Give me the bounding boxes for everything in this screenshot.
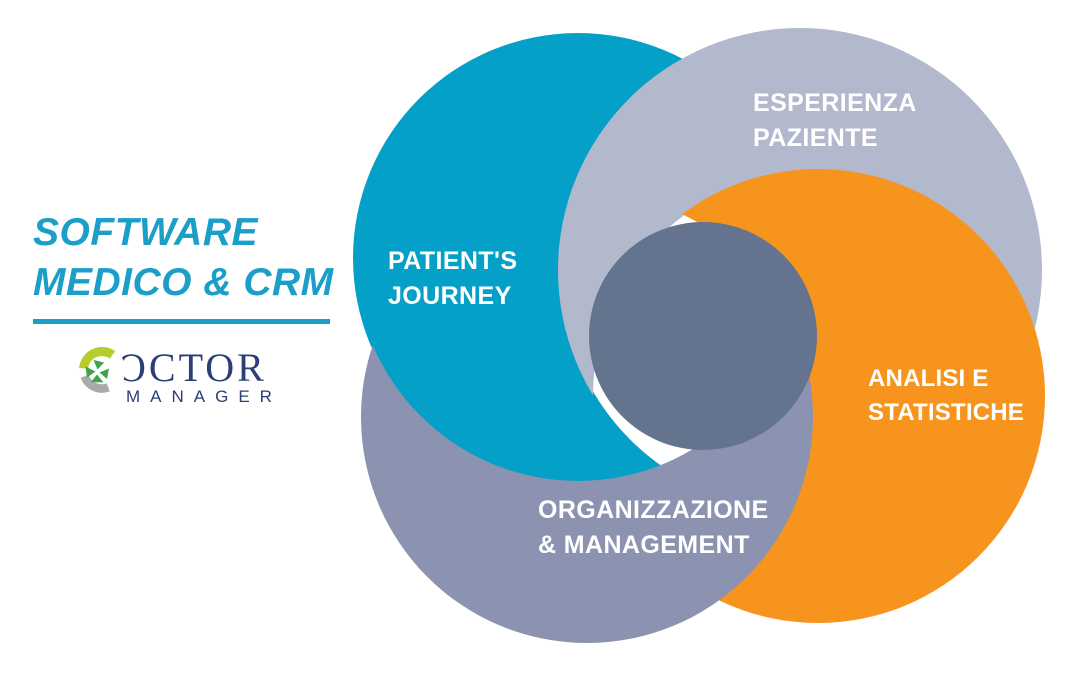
logo-gray-arc [80, 374, 110, 393]
page-title: SOFTWARE MEDICO & CRM [33, 208, 334, 308]
title-line-1: SOFTWARE [33, 211, 258, 255]
label-organizzazione-management: ORGANIZZAZIONE & MANAGEMENT [538, 496, 769, 559]
logo-green-wedge [85, 366, 96, 378]
logo-wordmark: OCTOR [117, 345, 267, 390]
center-circle [589, 222, 817, 450]
doctor-manager-logo: OCTOR MANAGER [78, 345, 358, 407]
logo-manager-text: MANAGER [126, 387, 282, 406]
label-patients-journey: PATIENT'S JOURNEY [388, 247, 518, 310]
divider-line [33, 319, 330, 324]
label-analisi-statistiche: ANALISI E STATISTICHE [868, 365, 1024, 426]
title-line-2: MEDICO & CRM [33, 261, 334, 305]
logo-lime-arc [79, 347, 116, 370]
logo-green-wedge [99, 368, 109, 379]
doctor-manager-logo-icon [78, 346, 126, 394]
label-esperienza-paziente: ESPERIENZA PAZIENTE [753, 89, 917, 152]
logo-green-wedge [91, 374, 104, 383]
logo-green-wedge [93, 360, 104, 370]
